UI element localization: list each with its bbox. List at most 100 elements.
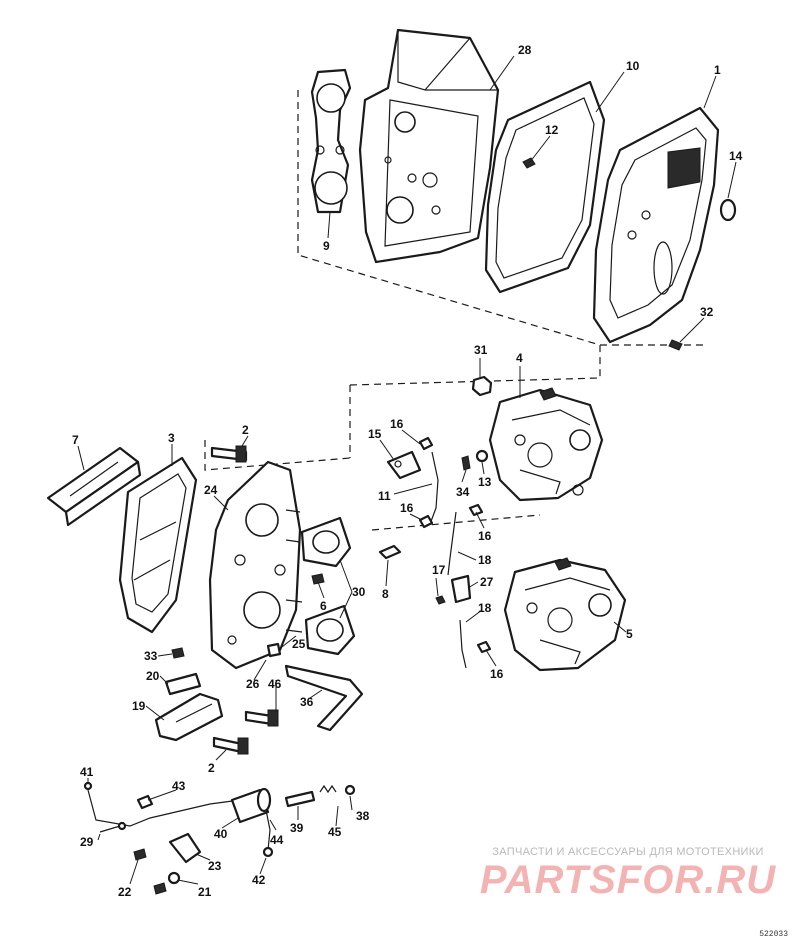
label-36: 36 xyxy=(300,695,314,709)
clip-16-bottom xyxy=(476,640,492,654)
terminal-29 xyxy=(99,821,127,833)
assembly-line-bolt xyxy=(204,440,351,471)
spring-45 xyxy=(319,784,337,794)
screw-12 xyxy=(522,157,536,169)
plunger-39 xyxy=(284,790,316,808)
link-rod-11 xyxy=(429,451,439,525)
clamp-19 xyxy=(154,692,224,742)
label-16-a: 16 xyxy=(390,417,404,431)
cover-1 xyxy=(592,106,720,344)
label-16-d: 16 xyxy=(490,667,504,681)
label-46: 46 xyxy=(268,677,282,691)
carburetor-4 xyxy=(488,387,604,502)
nut-31 xyxy=(471,375,493,397)
label-26: 26 xyxy=(246,677,260,691)
intake-housing-28 xyxy=(358,28,500,264)
label-27: 27 xyxy=(480,575,494,589)
watermark-caption: ЗАПЧАСТИ И АКСЕССУАРЫ ДЛЯ МОТОТЕХНИКИ xyxy=(492,846,764,858)
label-3: 3 xyxy=(168,431,175,445)
label-13: 13 xyxy=(478,475,492,489)
screw-22 xyxy=(133,848,167,895)
label-5: 5 xyxy=(626,627,633,641)
label-2-b: 2 xyxy=(208,761,215,775)
plate-20 xyxy=(164,672,202,696)
label-15: 15 xyxy=(368,427,382,441)
clip-16-right xyxy=(468,503,484,517)
label-18-b: 18 xyxy=(478,601,492,615)
clip-16-upper xyxy=(418,436,434,451)
label-42: 42 xyxy=(252,873,266,887)
label-6: 6 xyxy=(320,599,327,613)
label-43: 43 xyxy=(172,779,186,793)
wire-41 xyxy=(83,781,241,827)
lockwasher-21 xyxy=(167,871,181,885)
label-45: 45 xyxy=(328,825,342,839)
gasket-30-lower xyxy=(304,604,356,656)
label-25: 25 xyxy=(292,637,306,651)
label-30: 30 xyxy=(352,585,366,599)
label-9: 9 xyxy=(323,239,330,253)
gasket-3 xyxy=(118,456,198,634)
screw-6 xyxy=(311,573,325,585)
rod-18-lower xyxy=(459,619,467,669)
catalog-number: 522033 xyxy=(759,930,788,939)
label-8: 8 xyxy=(382,587,389,601)
label-39: 39 xyxy=(290,821,304,835)
clip-43 xyxy=(136,794,154,810)
label-24: 24 xyxy=(204,483,218,497)
label-44: 44 xyxy=(270,833,284,847)
manifold-24 xyxy=(208,460,303,670)
solenoid-40 xyxy=(230,787,272,824)
label-41: 41 xyxy=(80,765,94,779)
assembly-line-top xyxy=(297,90,601,346)
label-16-c: 16 xyxy=(478,529,492,543)
bolt-2-lower xyxy=(212,736,249,755)
bolt-2-upper xyxy=(210,445,248,463)
label-38: 38 xyxy=(356,809,370,823)
screw-17 xyxy=(435,595,446,605)
label-28: 28 xyxy=(518,43,532,57)
fitting-8 xyxy=(378,544,402,560)
hose-36 xyxy=(284,664,364,732)
gasket-9 xyxy=(310,68,352,214)
rod-18-upper xyxy=(447,511,457,576)
label-18-a: 18 xyxy=(478,553,492,567)
clamp-23 xyxy=(168,832,202,864)
watermark: ЗАПЧАСТИ И АКСЕССУАРЫ ДЛЯ МОТОТЕХНИКИ PA… xyxy=(478,846,778,902)
label-10: 10 xyxy=(626,59,640,73)
bolt-46 xyxy=(244,709,279,727)
bracket-27 xyxy=(450,574,472,604)
part-labels: 28 10 1 12 14 9 32 31 4 16 15 13 34 11 1… xyxy=(72,43,743,899)
fitting-25 xyxy=(266,642,282,658)
clip-16-lower xyxy=(418,514,434,529)
screw-34 xyxy=(461,455,471,471)
screw-33 xyxy=(171,647,185,659)
label-17: 17 xyxy=(432,563,446,577)
label-21: 21 xyxy=(198,885,212,899)
label-20: 20 xyxy=(146,669,160,683)
label-19: 19 xyxy=(132,699,146,713)
label-7: 7 xyxy=(72,433,79,447)
gasket-30-upper xyxy=(300,516,352,568)
assembly-line-carb-mid xyxy=(371,514,541,531)
label-2-a: 2 xyxy=(242,423,249,437)
label-14: 14 xyxy=(729,149,743,163)
wire-44 xyxy=(262,809,274,858)
carburetor-5 xyxy=(503,557,627,672)
screw-32 xyxy=(668,339,683,351)
seal-38 xyxy=(344,784,356,796)
label-11: 11 xyxy=(378,489,391,503)
label-22: 22 xyxy=(118,885,132,899)
label-40: 40 xyxy=(214,827,228,841)
reed-block-7 xyxy=(46,446,142,527)
label-33: 33 xyxy=(144,649,158,663)
label-29: 29 xyxy=(80,835,94,849)
label-4: 4 xyxy=(516,351,523,365)
label-1: 1 xyxy=(714,63,721,77)
label-12: 12 xyxy=(545,123,559,137)
watermark-logo: PARTSFOR.RU xyxy=(479,858,777,902)
label-34: 34 xyxy=(456,485,470,499)
leader-lines xyxy=(77,55,737,885)
gasket-10 xyxy=(484,80,606,294)
